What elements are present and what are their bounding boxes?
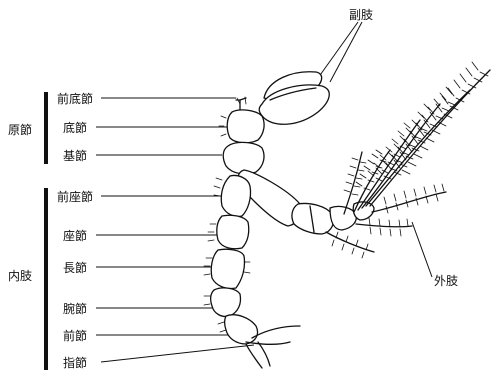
label-coxa: 底節 [63, 120, 87, 135]
label-exopodite: 外肢 [434, 273, 458, 288]
label-ischium: 座節 [63, 228, 87, 243]
label-precoxa: 前底節 [57, 91, 93, 106]
label-epipodite: 副肢 [349, 7, 373, 22]
label-propodus: 前節 [63, 328, 87, 343]
label-basis: 基節 [63, 148, 87, 163]
protopodite-segments [223, 98, 264, 174]
epipodite-lobes [259, 72, 329, 125]
exopodite-segments [238, 170, 374, 234]
label-merus: 長節 [63, 260, 87, 275]
label-carpus: 腕節 [63, 301, 87, 316]
exopodite-rami [326, 62, 490, 258]
label-dactylus: 指節 [63, 355, 87, 370]
label-protopodite: 原節 [8, 122, 32, 137]
label-endopodite: 内肢 [8, 268, 32, 283]
label-preischium: 前座節 [57, 189, 93, 204]
